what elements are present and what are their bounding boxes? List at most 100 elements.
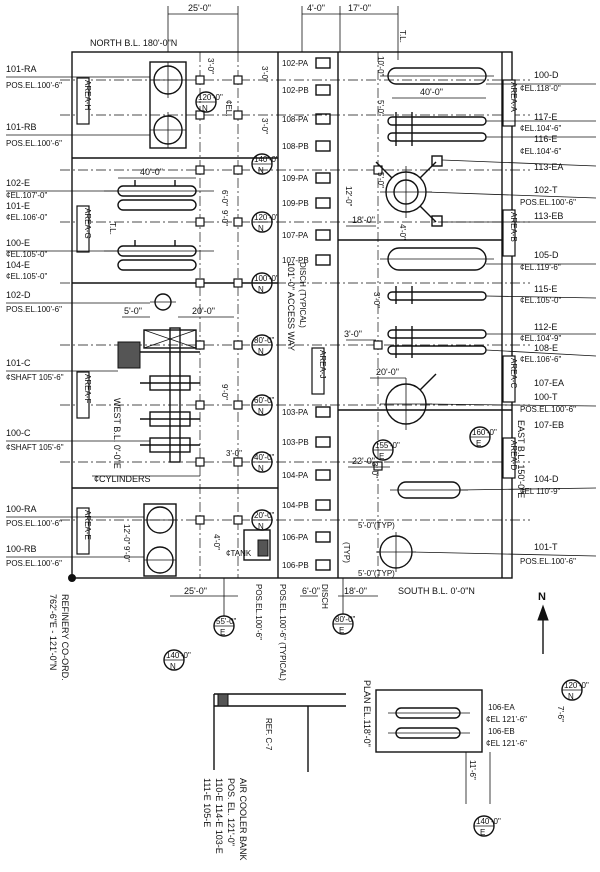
label-101-t: 101-T [534, 542, 558, 552]
sub-100-t: POS.EL.100'-6" [520, 405, 576, 414]
label-100-e: 100-E [6, 238, 30, 248]
dim-9: 9'-0" [220, 210, 229, 226]
dim-20-b: 20'-0" [376, 367, 399, 377]
dim-10-a: 10'-0" [376, 56, 385, 77]
label-102-e: 102-E [6, 178, 30, 188]
col-ref-6: 40'-0" [254, 453, 275, 462]
dim-20-a: 20'-0" [192, 306, 215, 316]
east-bl-label: EAST B.L. 150'-0"E [516, 420, 526, 498]
tl-mark-top: T.L. [398, 30, 407, 43]
compressor-101-c [143, 327, 197, 463]
south-bl-title: SOUTH B.L. 0'-0"N [398, 586, 475, 596]
drum-100-d [380, 67, 494, 85]
drum-104-d [390, 481, 468, 499]
dim-5-c: 5'-0" [124, 306, 142, 316]
pos-el-typical: POS.EL.100'-6" (TYPICAL) [278, 584, 287, 681]
sub-101-t: POS.EL.100'-6" [520, 557, 576, 566]
exchanger-100-e [104, 245, 214, 257]
dim-25-bot: 25'-0" [184, 586, 207, 596]
column-markers [195, 75, 383, 525]
pump-102-pb: 102-PB [282, 86, 309, 95]
pump-103-pb: 103-PB [282, 438, 309, 447]
area-b-label: AREA-B [509, 212, 518, 242]
access-way-label: 101'-0" ACCESS WAY [286, 262, 296, 351]
ref-note: REF. C-7 [264, 718, 273, 751]
col-ref-7-dir: N [258, 522, 264, 531]
area-h-box: AREA-H [76, 77, 92, 125]
tank-label: ¢TANK [226, 549, 252, 558]
sub-116-e: ¢EL.104'-6" [520, 147, 561, 156]
dim-40-b: 40'-0" [420, 87, 443, 97]
dim-9-b: 9'-0" [220, 384, 229, 400]
pump-group-upper [315, 57, 331, 266]
hatched-motor [117, 341, 141, 369]
label-115-e: 115-E [534, 284, 557, 294]
dim-4: ¢EL. [224, 100, 233, 116]
col-ref-1-dir: N [258, 166, 264, 175]
col-ref-8-dir: E [379, 452, 384, 461]
col-ref-4: 80'-0" [254, 336, 275, 345]
exchanger-112-e [387, 329, 487, 339]
label-105-d: 105-D [534, 250, 559, 260]
label-101-e: 101-E [6, 201, 30, 211]
reactor-100-rb [144, 546, 176, 574]
reactor-100-ra [144, 506, 176, 534]
inset-ref-2-dir: E [480, 828, 485, 837]
pump-102-pa: 102-PA [282, 59, 309, 68]
reactor-101-ra [150, 62, 186, 98]
area-g-box: AREA-G [76, 205, 92, 253]
dim-5-a: 5'-0" [376, 100, 385, 116]
sub-100-d: ¢EL.118'-0" [520, 84, 561, 93]
inset-ref-bubbles [473, 679, 583, 837]
area-j-label: AREA-J [318, 350, 327, 378]
air-cooler-line2: POS. EL. 121'-0" [226, 778, 236, 846]
pump-106-pa: 106-PA [282, 533, 309, 542]
dim-3-c: 3'-0" [260, 118, 269, 134]
pump-108-pb: 108-PB [282, 142, 309, 151]
drum-105-d [380, 247, 494, 271]
dim-3-b: 3'-0" [260, 66, 269, 82]
dim-4: 4'-0" [307, 3, 325, 13]
inset-dim-11: 11'-6" [468, 760, 477, 780]
label-112-e: 112-E [534, 322, 557, 332]
air-cooler-ref-dir: N [170, 662, 176, 671]
row-lines [60, 79, 530, 521]
air-cooler-line4: 111-E 105-E [202, 778, 212, 827]
area-a-label: AREA-A [509, 82, 518, 112]
label-104-d: 104-D [534, 474, 559, 484]
air-cooler-ref: 140'-0" [166, 651, 191, 660]
area-a-box: AREA-A [502, 79, 518, 127]
right-leaders [411, 83, 597, 557]
area-e-label: AREA-E [83, 510, 92, 540]
area-e-box: AREA-E [76, 507, 92, 555]
pump-108-pa: 108-PA [282, 115, 309, 124]
area-d-box: AREA-D [502, 437, 518, 479]
label-107-eb: 107-EB [534, 420, 564, 430]
dim-5-b: 5'-0" [376, 172, 385, 188]
air-cooler-section [213, 693, 346, 772]
col-ref-bubbles [195, 91, 491, 531]
col-ref-9-dir: E [476, 439, 481, 448]
dim-25-top: 25'-0" [188, 3, 211, 13]
sub-100-e: ¢EL.105'-0" [6, 250, 47, 259]
area-c-label: AREA-C [509, 358, 518, 388]
refinery-line1: REFINERY CO-ORD. [60, 594, 70, 681]
inset-106-ea-sub: ¢EL 121'-6" [486, 715, 527, 724]
sub-115-e: ¢EL.105'-0" [520, 296, 561, 305]
dim-3-d: 3'-0" [372, 292, 381, 308]
area-c-box: AREA-C [502, 355, 518, 403]
exchanger-113-e [431, 155, 443, 227]
area-f-box: AREA-F [76, 371, 92, 419]
vessel-102-d [150, 293, 176, 311]
col-ref-4-dir: N [258, 347, 264, 356]
col-ref-2: 120'-0" [254, 213, 279, 222]
col-ref-8: 155'-0" [375, 441, 400, 450]
bottom-ref-0-dir: E [220, 628, 225, 637]
label-100-ra: 100-RA [6, 504, 37, 514]
exchanger-nozzles [134, 180, 176, 246]
cylinders-label: ¢CYLINDERS [94, 474, 151, 484]
dim-12-b: 12'-0" [122, 524, 131, 545]
inset-106-ea: 106-EA [488, 703, 515, 712]
air-cooler-line1: AIR COOLER BANK [238, 778, 248, 861]
disch-label: DISCH [320, 584, 329, 609]
